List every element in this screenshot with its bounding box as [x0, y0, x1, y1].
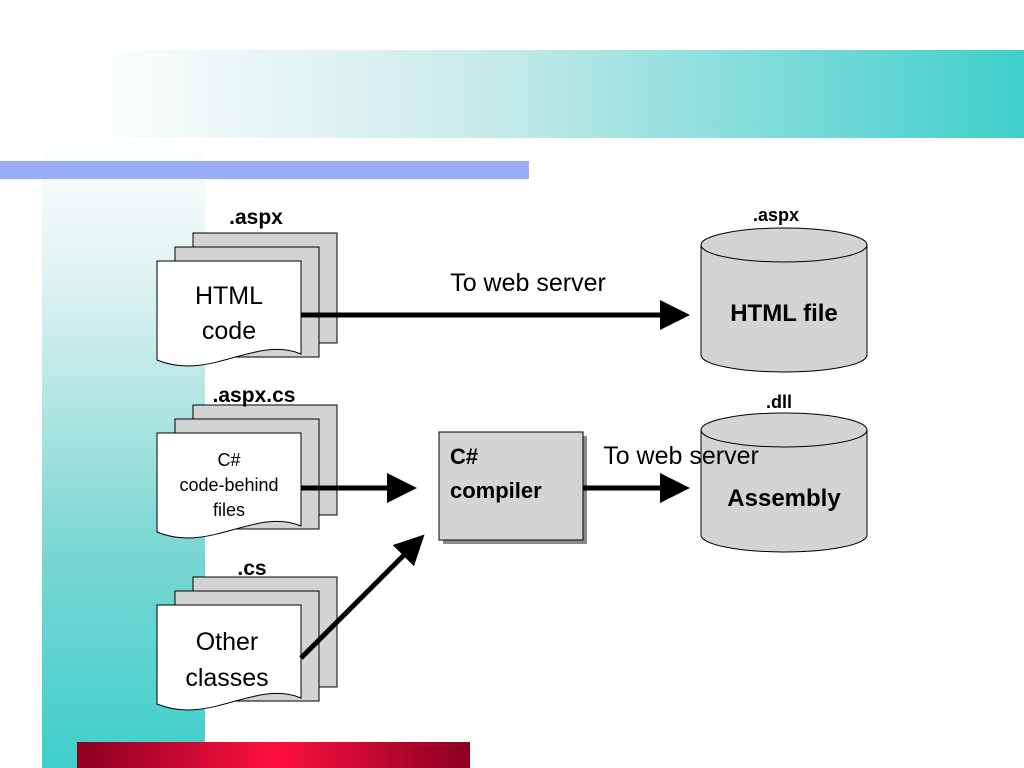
dll-store-label: Assembly: [727, 485, 841, 512]
dll-store-extension-label: .dll: [766, 392, 792, 412]
codebehind-doc-line2: code-behind: [179, 475, 278, 495]
codebehind-document-stack: .aspx.cs C# code-behind files: [156, 384, 338, 539]
bottom-arrow-label: To web server: [603, 442, 759, 470]
cs-doc-line1: Other: [196, 628, 259, 656]
html-store-label: HTML file: [730, 300, 838, 327]
html-store-extension-label: .aspx: [753, 205, 799, 225]
codebehind-extension-label: .aspx.cs: [213, 384, 296, 407]
aspx-doc-line1: HTML: [195, 282, 263, 310]
cs-extension-label: .cs: [237, 557, 266, 580]
codebehind-doc-line3: files: [213, 500, 245, 520]
compiler-line2: compiler: [450, 478, 542, 503]
cs-doc-line2: classes: [185, 664, 268, 692]
cs-document-stack: .cs Other classes: [156, 557, 338, 711]
compiler-line1: C#: [450, 444, 478, 469]
compiler-box: C# compiler: [438, 431, 587, 544]
aspx-doc-line2: code: [202, 317, 256, 345]
top-gradient-band: [0, 50, 1024, 138]
aspx-document-stack: .aspx HTML code: [156, 206, 338, 367]
top-arrow-label: To web server: [450, 269, 606, 297]
blue-accent-bar: [0, 161, 529, 179]
codebehind-doc-line1: C#: [217, 450, 240, 470]
html-file-cylinder: .aspx HTML file: [700, 205, 868, 373]
arrow-classes-to-compiler: [299, 534, 425, 660]
aspx-extension-label: .aspx: [229, 206, 283, 229]
assembly-cylinder: .dll Assembly: [700, 392, 868, 553]
red-accent-bar: [77, 742, 470, 768]
